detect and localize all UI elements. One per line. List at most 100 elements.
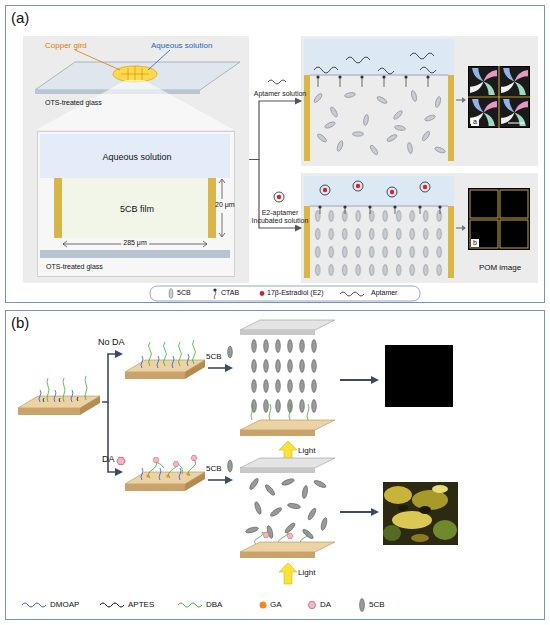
- random-alignment: [316, 75, 319, 78]
- pom-image-bright: [508, 123, 524, 124]
- panel-label: (a): [11, 9, 29, 26]
- pom-image-dark: [470, 190, 498, 218]
- lc-cell-disordered: [245, 477, 328, 540]
- pom-colour-image: [433, 520, 457, 540]
- pom-image-bright: [469, 67, 498, 96]
- glass-slide: [121, 66, 149, 82]
- edge-label: E2-aptamer Incubated solution: [249, 209, 311, 225]
- random-alignment: [346, 57, 370, 63]
- vertical-alignment: [318, 205, 321, 208]
- vertical-alignment: [320, 185, 330, 195]
- random-alignment: [360, 75, 363, 78]
- random-alignment: [304, 39, 454, 75]
- lc-cell-disordered: [269, 506, 282, 517]
- legend-text: 5CB: [369, 600, 385, 609]
- lc-cell-disordered: [279, 563, 297, 584]
- pom-colour-image: [411, 534, 429, 542]
- substrate: [166, 474, 169, 477]
- lc-cell-disordered: [240, 458, 377, 584]
- random-alignment: [448, 75, 454, 161]
- part-label: Copper gird: [45, 41, 87, 50]
- vertical-alignment: [390, 190, 394, 194]
- legend-text: GA: [270, 600, 282, 609]
- legend-text: DBA: [206, 600, 222, 609]
- cell-cross-section: [54, 178, 62, 238]
- lc-cell-disordered: [240, 542, 335, 552]
- image-label: a: [471, 118, 479, 126]
- pom-image-bright: [468, 66, 530, 128]
- vertical-alignment: [418, 205, 421, 208]
- panel-label: (b): [11, 314, 29, 331]
- substrate: [18, 408, 80, 415]
- part-label: OTS-treated glass: [45, 99, 102, 107]
- vertical-alignment: [320, 207, 440, 214]
- lc-cell-disordered: [307, 507, 317, 521]
- edge-icon: [268, 80, 286, 84]
- lc-cell-disordered: [263, 532, 269, 537]
- lc-cell-aligned: [248, 336, 323, 418]
- legend-frame: [169, 289, 173, 299]
- random-alignment: [410, 53, 434, 59]
- panel-frame: (a)Copper girdAqueous solutionOTS-treate…: [5, 5, 545, 303]
- cell-cross-section: [40, 250, 230, 258]
- substrate: [43, 397, 78, 402]
- lc-cell-disordered: [313, 479, 327, 489]
- cell-cross-section: [208, 178, 216, 238]
- lc-cell-disordered: [240, 468, 315, 473]
- lc-cell-disordered: [340, 511, 377, 513]
- lc-cell-disordered: [320, 517, 328, 531]
- vertical-alignment: [448, 206, 454, 278]
- substrate: [39, 390, 73, 402]
- random-alignment: [382, 75, 385, 78]
- pom-colour-image: [432, 485, 448, 493]
- pom-colour-image: [383, 482, 458, 545]
- edge-icon: [274, 192, 284, 202]
- substrate: [125, 372, 185, 379]
- random-alignment: [314, 67, 338, 73]
- pom-image-bright: [468, 66, 530, 128]
- pom-image-bright: [500, 67, 529, 96]
- substrate: [146, 474, 149, 477]
- pom-colour-image: [398, 505, 408, 511]
- lc-cell-aligned: [240, 420, 335, 430]
- vertical-alignment: [310, 206, 448, 207]
- substrate: [173, 461, 179, 466]
- pom-image-bright: [500, 98, 529, 127]
- legend-text: 5CB: [177, 289, 191, 297]
- lc-cell-disordered: [264, 484, 276, 497]
- random-alignment: [420, 67, 436, 73]
- legend-frame: [150, 286, 420, 301]
- legend-text: CTAB: [221, 289, 239, 297]
- pom-image-dark: [500, 190, 528, 218]
- condition-label: No DA: [98, 337, 125, 347]
- pom-colour-image: [383, 525, 401, 541]
- image-label: b: [471, 239, 479, 247]
- legend-frame: [150, 286, 420, 301]
- lc-arrow: [208, 367, 231, 369]
- legend-text: DMOAP: [50, 600, 79, 609]
- vertical-alignment: [356, 184, 360, 188]
- edge-icon: [277, 195, 281, 199]
- substrate: [18, 376, 100, 415]
- legend-symbols: [100, 603, 124, 607]
- lc-cell-disordered: [248, 477, 259, 490]
- legend-text: Aptamer: [371, 289, 397, 297]
- substrate: [125, 484, 185, 491]
- random-alignment: [353, 132, 364, 136]
- condition-label: DA: [102, 454, 115, 464]
- vertical-alignment: [420, 182, 430, 192]
- lc-arrow: [208, 479, 231, 481]
- edge-label: Aptamer solution: [249, 90, 311, 98]
- legend-frame: [260, 291, 265, 296]
- lc-cell-disordered: [302, 485, 309, 499]
- vertical-alignment: [304, 176, 454, 206]
- connector-arrow: [249, 101, 301, 160]
- vertical-alignment: [304, 176, 466, 278]
- legend-symbols: [260, 602, 267, 609]
- branch-arrow: [102, 354, 121, 402]
- vertical-alignment: [304, 206, 310, 278]
- pom-colour-image: [419, 506, 431, 514]
- edge-icon: [268, 80, 286, 202]
- substrate: [149, 340, 196, 366]
